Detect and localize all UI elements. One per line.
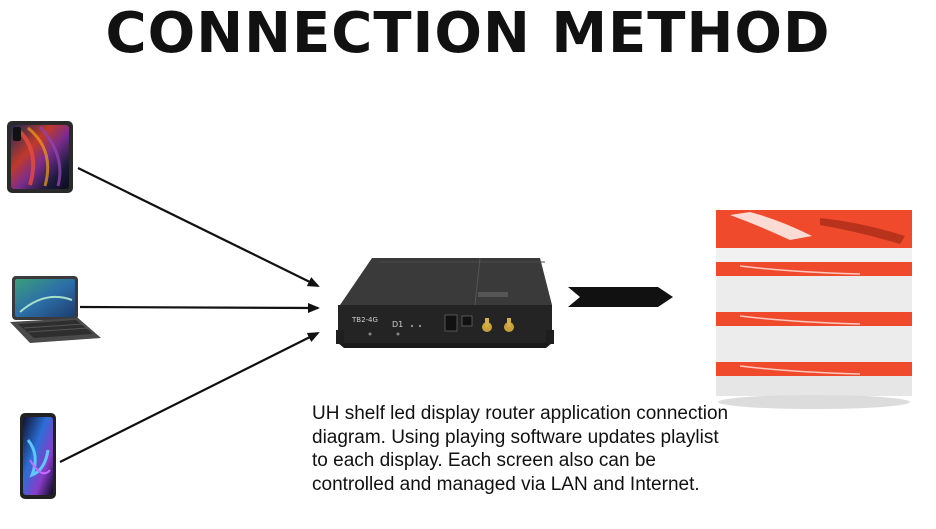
arrow-tablet2-to-router [79,302,320,313]
arrow-tablet1-to-router [77,167,320,287]
tablet-ipad-icon [7,121,73,193]
diagram-description: UH shelf led display router application … [312,403,729,495]
tablet-keyboard-icon [10,276,101,343]
page-title: CONNECTION METHOD [105,1,831,66]
smartphone-icon [20,413,56,499]
router-device: TB2-4G D1 [336,257,554,348]
router-port-label: D1 [392,320,403,329]
shelf-led-display [716,210,912,409]
router-model-label: TB2-4G [351,316,378,324]
arrow-phone-to-router [59,332,320,463]
arrow-router-to-shelf [568,287,673,307]
